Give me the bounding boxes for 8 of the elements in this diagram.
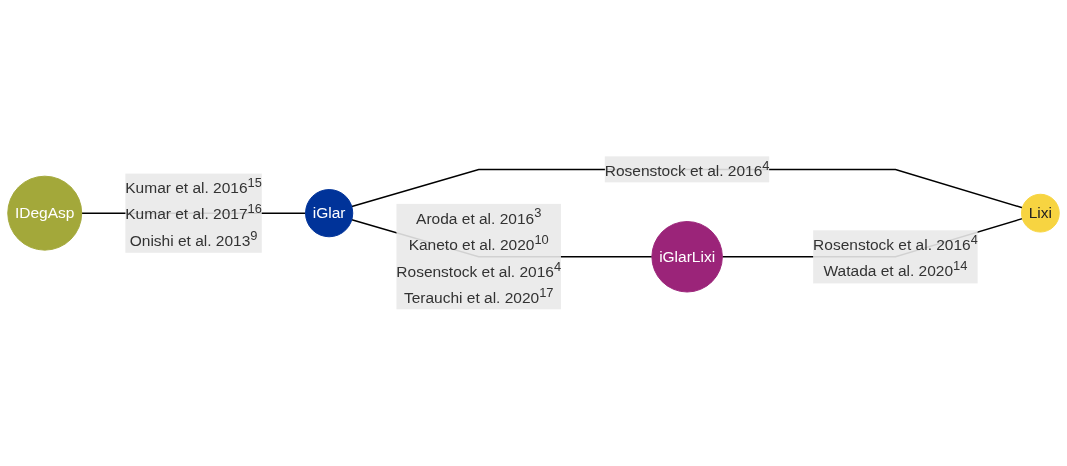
- node-circle: iGlar: [305, 189, 354, 238]
- edge-label: Rosenstock et al. 2016$^{4}$: [604, 158, 770, 179]
- node-circle: Lixi: [1021, 193, 1060, 233]
- node-circle: iGlarLixi: [651, 221, 723, 293]
- edge-label: Rosenstock et al. 2016$^{4}$ Watada et al. 2020$^{14}$: [813, 232, 978, 280]
- edge-label: Kumar et al. 2016$^{15}$ Kumar et al. 2017$^{16}$ Onishi et al. 2013$^{9}$: [125, 175, 262, 249]
- edge-label: Aroda et al. 2016$^{3}$ Kaneto et al. 2020$^{10}$ Rosenstock et al. 2016$^{4}$ Terauchi et al. 2020$^{17}$: [396, 205, 562, 306]
- node-circle: IDegAsp: [7, 175, 83, 251]
